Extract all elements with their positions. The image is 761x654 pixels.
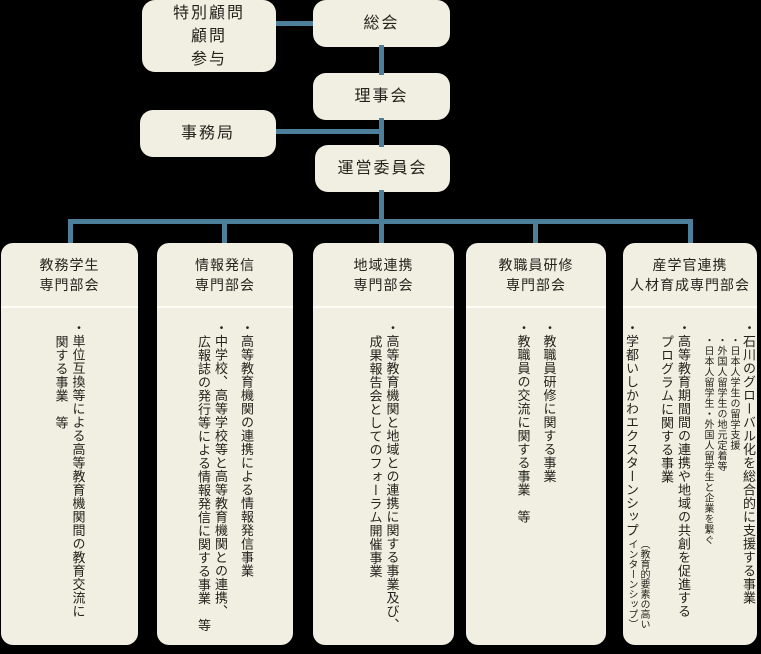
connector-drop-committee-4 [533, 219, 538, 245]
connector-steering-distribution [379, 190, 384, 245]
box-secretariat-label: 事務局 [180, 125, 235, 142]
committee-title: 産学官連携 人材育成専門部会 [623, 243, 757, 308]
box-steering-committee-label: 運営委員会 [337, 160, 428, 177]
box-advisors-line: 参与 [190, 50, 227, 68]
box-steering-committee: 運営委員会 [315, 145, 450, 192]
committee-title-line: 教職員研修 [498, 256, 574, 273]
box-advisors: 特別顧問 顧問 参与 [142, 0, 276, 72]
committee-faculty-training: 教職員研修 専門部会 ・教職員研修に関する事業・教職員の交流に関する事業 等 [466, 243, 606, 645]
committee-title: 教務学生 専門部会 [1, 243, 138, 308]
committee-item: ・日本人学生の留学支援 [728, 335, 739, 451]
committee-item: ・日本人留学生・外国人留学生と企業を繋ぐ [702, 335, 713, 545]
committee-item: ・高等教育機関の連携による情報発信事業 [239, 321, 254, 578]
committee-title-line: 人材育成専門部会 [630, 276, 750, 293]
committee-item: ・教職員研修に関する事業 [541, 321, 557, 483]
committee-regional: 地域連携 専門部会 ・高等教育機関と地域との連携に関する事業及び、成果報告会とし… [313, 243, 454, 645]
committee-body: ・高等教育機関の連携による情報発信事業・中学校、高等学校等と高等教育機関との連携… [157, 310, 293, 645]
committee-title-line: 専門部会 [195, 276, 255, 293]
connector-secretariat-trunk [276, 129, 382, 134]
committee-title: 教職員研修 専門部会 [466, 243, 606, 308]
committee-title-line: 地域連携 [353, 256, 414, 273]
connector-drop-committee-5 [688, 219, 693, 245]
committee-title-line: 情報発信 [195, 256, 255, 273]
committee-title-line: 教務学生 [39, 256, 100, 273]
committee-title-line: 専門部会 [506, 276, 566, 293]
committee-industry-academia: 産学官連携 人材育成専門部会 ・石川のグローバル化を総合的に支援する事業・日本人… [623, 243, 757, 645]
committee-item: 広報誌の発行等による情報発信に関する事業 等 [196, 335, 211, 632]
committee-item: ・石川のグローバル化を総合的に支援する事業 [741, 321, 756, 605]
committee-item: ・高等教育期間間の連携や地域の共創を促進する [676, 321, 691, 618]
committee-item: プログラムに関する事業 [659, 335, 674, 484]
box-board-label: 理事会 [354, 88, 409, 105]
committee-body: ・単位互換等による高等教育機関間の教育交流に関する事業 等 [1, 310, 138, 645]
box-board: 理事会 [313, 73, 450, 120]
box-general-meeting-label: 総会 [363, 15, 400, 32]
connector-drop-committee-1 [68, 219, 73, 245]
box-secretariat: 事務局 [140, 110, 276, 157]
committee-item: 成果報告会としてのフォーラム開催事業 [367, 335, 383, 578]
committee-item: ・外国人留学生の地元定着等 [715, 335, 726, 472]
committee-item: 関する事業 等 [53, 335, 69, 430]
committee-body: ・石川のグローバル化を総合的に支援する事業・日本人学生の留学支援・外国人留学生の… [623, 310, 757, 645]
committee-title: 情報発信 専門部会 [157, 243, 293, 308]
committee-academic-student: 教務学生 専門部会 ・単位互換等による高等教育機関間の教育交流に関する事業 等 [1, 243, 138, 645]
committee-title-line: 産学官連携 [652, 256, 728, 273]
committee-item: ・高等教育機関と地域との連携に関する事業及び、 [384, 321, 400, 632]
committee-item: ・学都いしかわエクスターンシップ（教育的要素の高いインターンシップ） [624, 321, 649, 629]
committee-item: ・教職員の交流に関する事業 等 [515, 321, 531, 524]
connector-advisors-general-meeting [276, 21, 313, 26]
connector-distribution-bar [68, 219, 693, 224]
committee-title: 地域連携 専門部会 [313, 243, 454, 308]
box-general-meeting: 総会 [313, 0, 450, 47]
committee-item-note: （教育的要素の高いインターンシップ） [626, 539, 649, 629]
committee-title-line: 専門部会 [353, 276, 414, 293]
committee-information: 情報発信 専門部会 ・高等教育機関の連携による情報発信事業・中学校、高等学校等と… [157, 243, 293, 645]
committee-item: ・中学校、高等学校等と高等教育機関との連携、 [213, 321, 228, 618]
box-advisors-line: 特別顧問 [172, 4, 245, 22]
committee-body: ・教職員研修に関する事業・教職員の交流に関する事業 等 [466, 310, 606, 645]
connector-drop-committee-2 [222, 219, 227, 245]
connector-general-meeting-board [379, 45, 384, 75]
committee-body: ・高等教育機関と地域との連携に関する事業及び、成果報告会としてのフォーラム開催事… [313, 310, 454, 645]
box-advisors-line: 顧問 [190, 27, 227, 45]
committee-item: ・単位互換等による高等教育機関間の教育交流に [70, 321, 86, 618]
committee-title-line: 専門部会 [39, 276, 100, 293]
